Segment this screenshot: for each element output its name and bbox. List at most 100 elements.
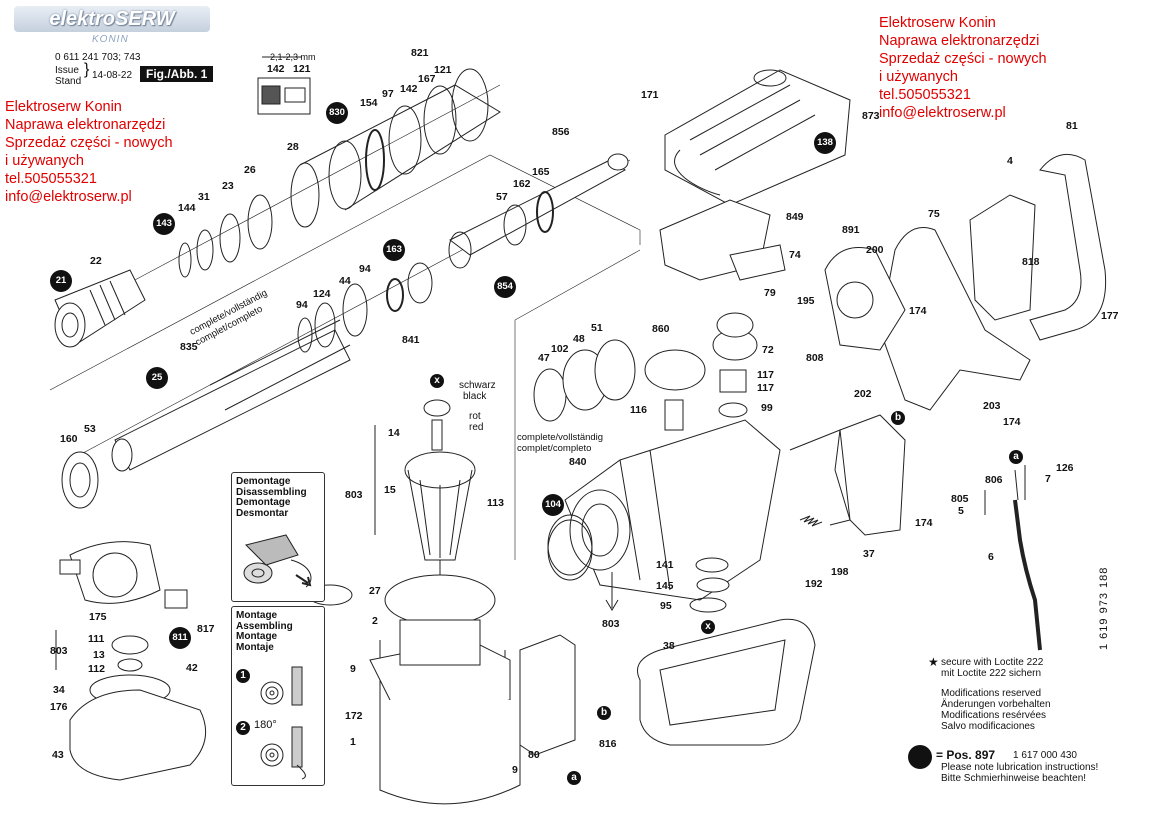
lubrication-position: = Pos. 897 [936,748,996,762]
step-2-marker: 2 [236,721,250,735]
part-number-label: 102 [551,343,569,355]
top-cover-part [664,69,851,206]
part-number-label: 821 [411,47,429,59]
part-number-label: 816 [599,738,617,750]
part-number-label: 198 [831,566,849,578]
part-number-label: 141 [656,559,674,571]
o-ring [695,557,729,573]
part-number-label: 44 [339,275,351,287]
part-number-label: 5 [958,505,964,517]
disassembly-title-line: Disassembling [236,486,307,498]
connection-marker-badge: a [567,771,581,785]
part-number-label: 15 [384,484,396,496]
part-number-label: 803 [602,618,620,630]
modifications-fr: Modifications resérvées [941,710,1047,721]
o-ring [689,597,727,613]
part-number-label: 142 [267,63,285,75]
step-1-marker: 1 [236,669,250,683]
part-number-label: 57 [496,191,508,203]
part-number-label: 174 [1003,416,1021,428]
contact-line: Sprzedaż części - nowych [879,51,1047,67]
part-number-label: 160 [60,433,78,445]
part-number-label: 7 [1045,473,1051,485]
disassembly-instruction-box: Demontage Disassembling Demontage Desmon… [231,472,325,602]
part-number-label: 126 [1056,462,1074,474]
part-number-label: 111 [88,633,105,645]
contact-line: Naprawa elektronarzędzi [879,33,1040,49]
assembly-group-badge: 138 [814,132,836,154]
contact-line: Naprawa elektronarzędzi [5,117,166,133]
assembly-group-badge: 163 [383,239,405,261]
brush-holder-part [59,541,188,706]
connection-marker-badge: x [430,374,444,388]
assembly-title-line: Montaje [236,641,274,653]
part-number-label: 51 [591,322,603,334]
part-number-label: 47 [538,352,550,364]
part-number-label: 94 [359,263,371,275]
part-number-label: 803 [50,645,68,657]
complete-label-line: complete/vollständig [517,432,604,443]
contact-line: Elektroserw Konin [5,99,122,115]
part-number-label: 176 [50,701,68,713]
part-number-label: 75 [928,208,940,220]
lubrication-note-en: Please note lubrication instructions! [941,762,1099,773]
assembly-group-badge: 854 [494,276,516,298]
part-number-label: 144 [178,202,196,214]
assembly-frame [514,249,641,560]
part-number-label: 117 [757,369,774,381]
part-number-label: 142 [400,83,418,95]
part-number-label: 175 [89,611,107,623]
part-number-label: 95 [660,600,672,612]
part-number-label: 849 [786,211,804,223]
bearing-flange-part [824,247,906,351]
dimension-label: 2,1-2,3 mm [270,52,316,62]
piston-part [448,153,629,269]
part-number-label: 172 [345,710,363,722]
part-number-label: 162 [513,178,531,190]
contact-line: i używanych [5,153,84,169]
connection-marker-badge: a [1009,450,1023,464]
issue-label: Issue [55,65,79,76]
direction-arrow [605,572,619,611]
part-number-label: 72 [762,344,774,356]
complete-label-840: complete/vollständig complet/completo [517,432,604,454]
part-number-label: 200 [866,244,884,256]
contact-line: info@elektroserw.pl [879,105,1006,121]
disassembly-illustration [243,534,312,588]
product-code: 0 611 241 703; 743 [55,52,141,63]
part-number-label: 23 [222,180,234,192]
contact-block-left: Elektroserw Konin Naprawa elektronarzędz… [5,98,173,206]
issue-date: 14-08-22 [92,70,133,81]
part-number-label: 14 [388,427,400,439]
part-number-label: 808 [806,352,824,364]
base-cover-part [637,618,816,746]
seal-detail-inset [257,56,311,115]
part-number-label: 803 [345,489,363,501]
part-number-label: 145 [656,580,674,592]
assembly-title-line: Assembling [236,620,293,632]
part-number-label: 31 [198,191,210,203]
complete-label-line: complet/completo [517,442,592,454]
part-number-label: 81 [1066,120,1078,132]
part-number-label: 9 [350,663,356,675]
part-number-label: 203 [983,400,1001,412]
nose-cap-part [54,269,146,348]
shop-logo: elektroSERW KONIN [8,4,210,48]
lubrication-note-de: Bitte Schmierhinweise beachten! [941,773,1087,784]
wire-label-black-de: schwarz [459,380,496,391]
spring-part [799,515,823,527]
part-number-label: 165 [532,166,550,178]
part-number-label: 154 [360,97,378,109]
part-number-label: 112 [88,663,105,675]
stand-label: Stand [55,76,82,87]
part-number-label: 124 [313,288,331,300]
part-number-label: 174 [915,517,933,529]
part-number-label: 841 [402,334,420,346]
part-number-label: 80 [528,749,540,761]
part-number-label: 28 [287,141,299,153]
disassembly-title-line: Demontage [236,497,291,508]
disassembly-title-line: Demontage [236,476,291,487]
part-number-label: 1 [350,736,356,748]
assembly-title-line: Montage [236,631,278,642]
part-number-label: 856 [552,126,570,138]
